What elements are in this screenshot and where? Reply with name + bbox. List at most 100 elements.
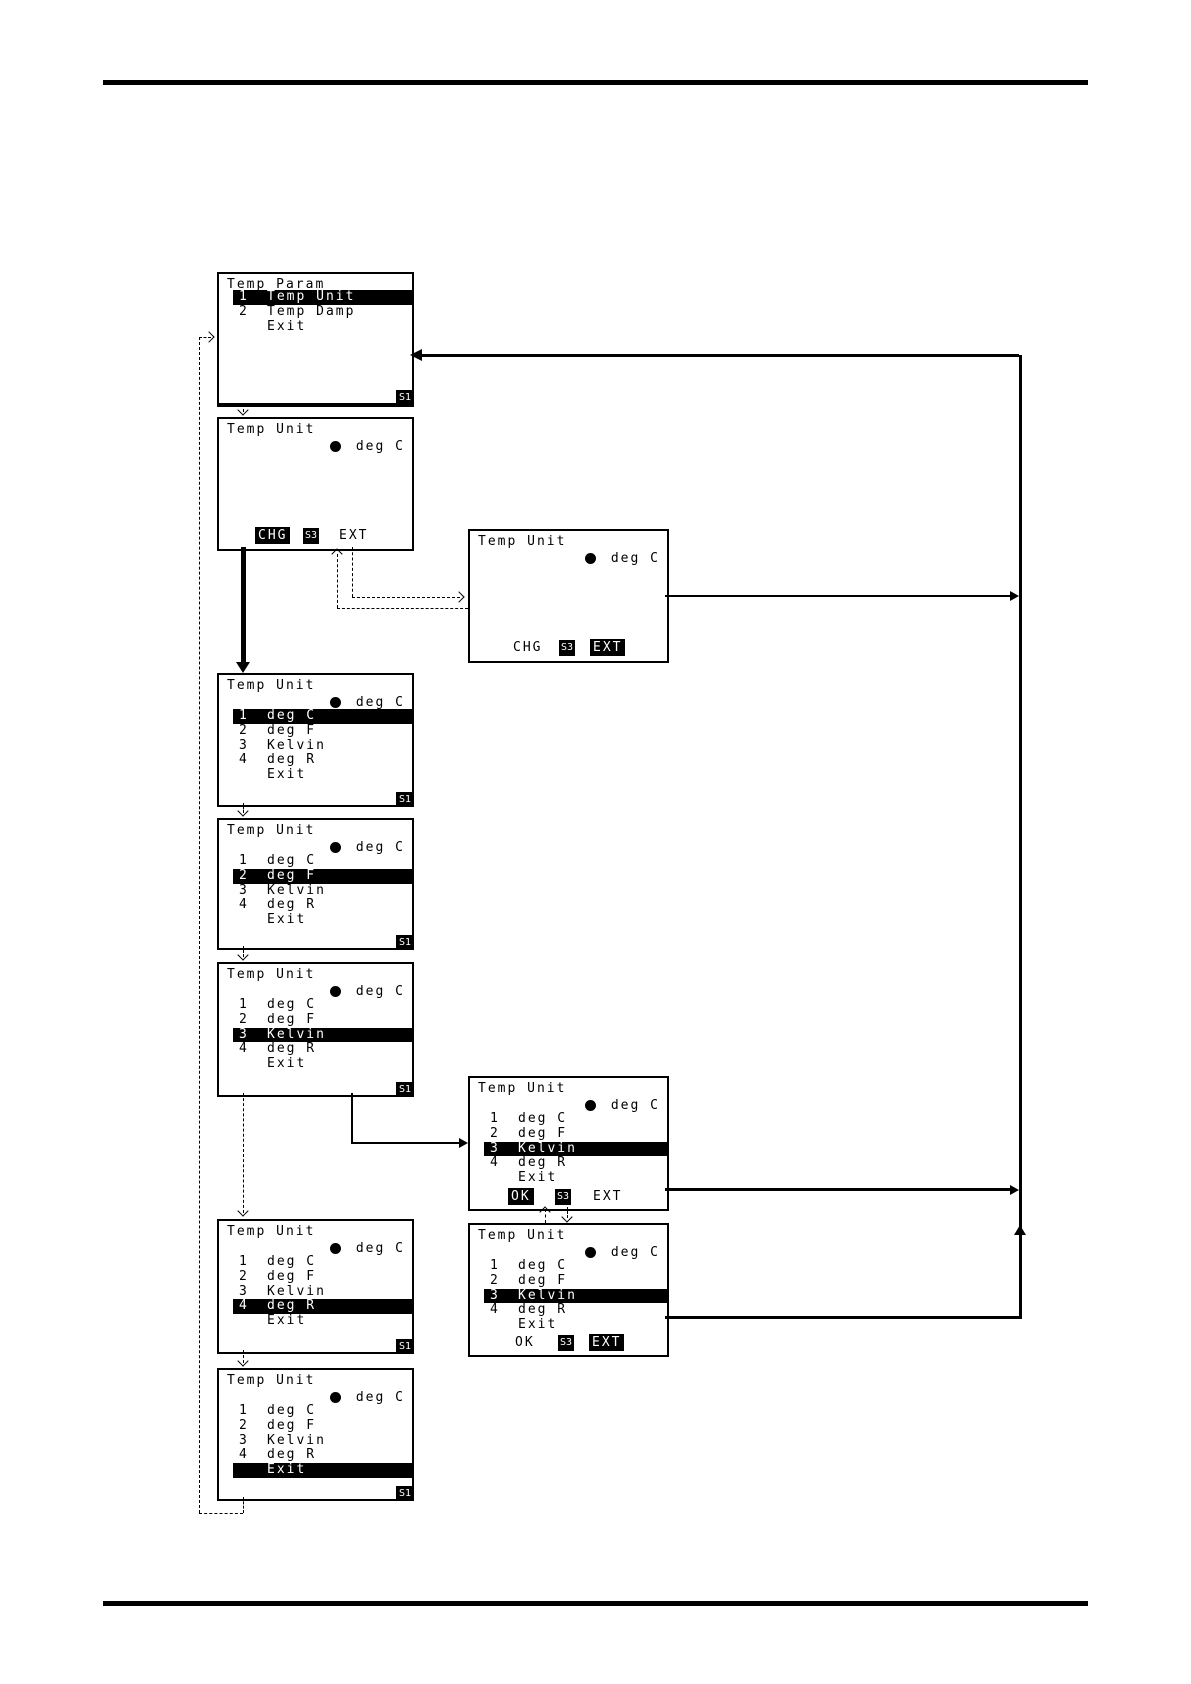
- item-label: Kelvin: [267, 1432, 326, 1448]
- item-label: deg C: [267, 1403, 317, 1418]
- screen-temp-unit-current-exit: Temp Unit deg C CHG S3 EXT: [468, 529, 669, 663]
- item-label: deg C: [267, 997, 317, 1012]
- current-value: deg C: [610, 1245, 660, 1260]
- connector-exit-return-v2: [199, 337, 200, 1513]
- item-label: deg F: [267, 722, 317, 738]
- current-value-row: deg C: [584, 1245, 660, 1260]
- item-number: [484, 1171, 505, 1186]
- connector-kelvin-to-confirm-h: [351, 1142, 459, 1144]
- s1-key-indicator: S1: [395, 1486, 414, 1501]
- current-value-row: deg C: [584, 551, 660, 566]
- softkey-row: OK S3 EXT: [470, 1334, 667, 1352]
- arrow-down-icon: [236, 662, 250, 673]
- s1-key-indicator: S1: [395, 935, 414, 950]
- item-label: Kelvin: [267, 737, 326, 753]
- s3-key-badge: S3: [559, 640, 576, 656]
- item-number: 2: [490, 1125, 500, 1141]
- bullet-icon: [584, 1247, 596, 1258]
- s3-key-badge: S3: [303, 528, 320, 544]
- connector-ext-back-h: [337, 608, 468, 609]
- item-number: [233, 913, 254, 928]
- item-number: 1: [239, 708, 249, 723]
- softkey-row: OK S3 EXT: [470, 1188, 667, 1206]
- item-number: 4: [239, 752, 249, 768]
- menu-item-exit: Exit: [484, 1317, 667, 1333]
- current-value-row: deg C: [329, 1241, 405, 1256]
- current-value: deg C: [355, 1241, 405, 1256]
- s1-key-indicator: S1: [395, 1082, 414, 1097]
- item-label: Exit: [267, 1056, 307, 1072]
- item-label: Temp Unit: [267, 289, 356, 304]
- arrow-right-icon: [203, 331, 215, 343]
- arrow-right-icon: [1010, 591, 1019, 601]
- current-value-row: deg C: [329, 984, 405, 999]
- item-label: deg R: [267, 1447, 317, 1463]
- current-value-row: deg C: [329, 695, 405, 710]
- menu-item-exit: Exit: [233, 1313, 412, 1329]
- bullet-icon: [584, 553, 596, 564]
- item-number: [233, 1463, 254, 1478]
- item-number: 3: [239, 737, 249, 753]
- item-number: 2: [239, 722, 249, 738]
- return-line-vertical: [1019, 355, 1022, 1318]
- current-value-row: deg C: [329, 840, 405, 855]
- softkey-ext: EXT: [339, 528, 369, 543]
- connector-ext-back-v: [337, 554, 338, 608]
- menu-item-kelvin: 3 Kelvin: [233, 1432, 412, 1449]
- top-rule: [103, 80, 1088, 85]
- item-number: 2: [239, 1268, 249, 1284]
- connector-ok-to-return-line: [665, 1188, 1010, 1191]
- screen-title: Temp Unit: [227, 1224, 316, 1239]
- screen-title: Temp Unit: [227, 422, 316, 437]
- softkey-row: CHG S3 EXT: [219, 527, 412, 545]
- item-number: 1: [239, 1403, 249, 1418]
- bullet-icon: [329, 1392, 341, 1403]
- menu-item-deg-r: 4 deg R: [233, 753, 412, 768]
- connector-exit-return-h1: [199, 1513, 243, 1514]
- item-label: deg R: [267, 752, 317, 768]
- item-label: Exit: [267, 1313, 307, 1329]
- current-value-row: deg C: [329, 439, 405, 454]
- item-label: Kelvin: [267, 1283, 326, 1299]
- item-label: deg F: [518, 1272, 568, 1288]
- item-label: Temp Damp: [267, 303, 356, 319]
- item-number: 2: [239, 867, 249, 883]
- arrow-left-icon: [410, 349, 422, 361]
- arrow-down-icon: [237, 1205, 249, 1217]
- connector-kelvin-to-confirm-v: [351, 1093, 353, 1144]
- connector-confirm-down: [567, 1207, 568, 1218]
- current-value: deg C: [355, 840, 405, 855]
- item-label: deg F: [267, 1011, 317, 1027]
- softkey-ext: EXT: [589, 1334, 625, 1351]
- softkey-ext: EXT: [593, 1189, 623, 1204]
- item-label: deg C: [267, 1254, 317, 1269]
- item-number: 3: [239, 1432, 249, 1448]
- item-number: 3: [239, 882, 249, 898]
- current-value: deg C: [355, 695, 405, 710]
- s3-key-badge: S3: [555, 1189, 572, 1205]
- screen-title: Temp Unit: [227, 1373, 316, 1388]
- item-number: 3: [490, 1287, 500, 1303]
- connector-ext-out-h: [352, 597, 460, 598]
- item-label: deg R: [518, 1155, 568, 1171]
- item-label: deg R: [518, 1302, 568, 1318]
- s1-key-indicator: S1: [395, 792, 414, 807]
- screen-title: Temp Unit: [227, 967, 316, 982]
